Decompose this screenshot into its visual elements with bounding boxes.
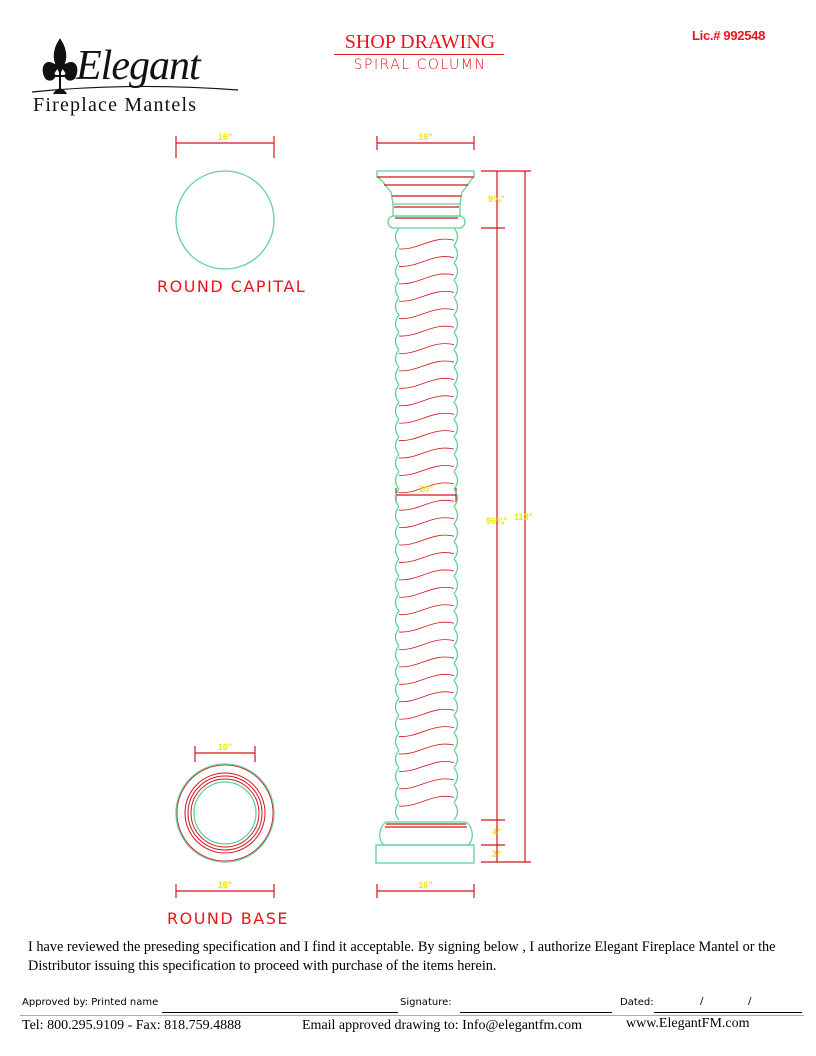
- page-subtitle: SPIRAL COLUMN: [353, 57, 487, 73]
- base-lines: [385, 823, 467, 828]
- column-base-width-dim: 16": [418, 880, 433, 890]
- shaft-height-dim: 96¾": [486, 516, 508, 526]
- column-capital: [376, 170, 475, 229]
- logo-swoosh: [31, 85, 239, 93]
- license-number: Lic.# 992548: [692, 28, 766, 43]
- approved-by-label: Approved by: Printed name: [22, 997, 159, 1008]
- printed-name-field[interactable]: [162, 998, 398, 1013]
- spiral-left-edge: [394, 227, 400, 821]
- page-title: SHOP DRAWING: [344, 31, 496, 53]
- spiral-twist-lines: [398, 238, 455, 807]
- spiral-shaft: [394, 227, 459, 821]
- company-logo: Elegant Fireplace Mantels: [0, 0, 260, 120]
- shop-drawing: [175, 136, 531, 898]
- torus-height-dim: 4": [492, 827, 502, 837]
- phone-fax: Tel: 800.295.9109 - Fax: 818.759.4888: [22, 1018, 242, 1033]
- signature-field[interactable]: [460, 998, 612, 1013]
- dimension-lines: [175, 136, 531, 898]
- base-outer-dim: 16": [217, 880, 233, 890]
- fleur-de-lis-icon: [42, 38, 78, 95]
- logo-tagline: Fireplace Mantels: [33, 94, 198, 116]
- base-inner-dim: 10": [217, 742, 233, 752]
- approval-statement: I have reviewed the preseding specificat…: [28, 939, 776, 974]
- date-separator: /: [700, 996, 704, 1007]
- plinth-height-dim: 3": [492, 849, 502, 859]
- round-base-outline: [175, 763, 275, 863]
- round-capital-outline: [175, 170, 275, 270]
- column-top-width-dim: 16": [418, 132, 433, 142]
- column-base: [375, 821, 475, 864]
- date-separator: /: [748, 996, 752, 1007]
- total-height-dim: 113": [514, 512, 533, 522]
- round-base-label: ROUND BASE: [167, 909, 289, 928]
- logo-brand: Elegant: [76, 43, 201, 89]
- spiral-right-edge: [453, 227, 459, 821]
- shaft-width-dim: 10": [418, 484, 434, 494]
- email-info[interactable]: Email approved drawing to: Info@elegantf…: [302, 1018, 582, 1033]
- capital-width-dim: 16": [217, 132, 233, 142]
- round-capital-label: ROUND CAPITAL: [157, 277, 307, 296]
- signature-label: Signature:: [400, 997, 452, 1008]
- capital-lines: [377, 176, 474, 219]
- title-underline: [334, 54, 504, 55]
- dated-label: Dated:: [620, 997, 654, 1008]
- website-link[interactable]: www.ElegantFM.com: [626, 1016, 750, 1031]
- footer-divider: [20, 1015, 804, 1016]
- date-field[interactable]: [654, 998, 802, 1013]
- capital-height-dim: 9¼": [488, 194, 505, 204]
